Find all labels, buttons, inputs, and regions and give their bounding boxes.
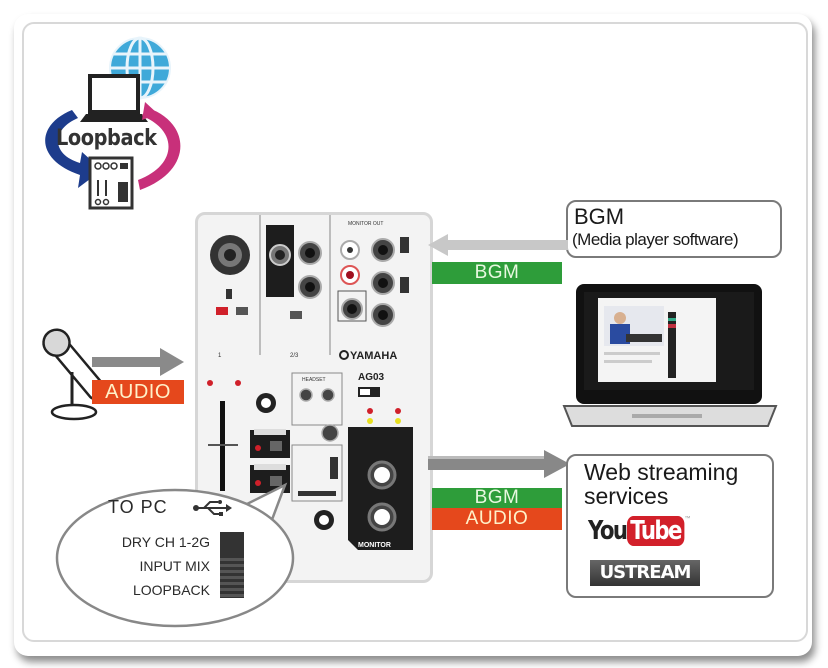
option-dry-ch: DRY CH 1-2G [121, 534, 210, 550]
to-pc-label: TO PC [108, 497, 168, 517]
yamaha-logo: YAMAHA [350, 350, 397, 362]
headset-label: HEADSET [302, 377, 326, 383]
mixer-device: MONITOR OUT 1 2/3 YAMAHA AG03 [195, 212, 433, 583]
loopback-graphic [45, 36, 181, 210]
streaming-title-line1: Web streaming [584, 459, 739, 485]
bgm-source-subtitle: (Media player software) [572, 230, 739, 249]
output-arrow [428, 450, 570, 478]
loop-arrow-magenta [138, 102, 181, 190]
option-loopback: LOOPBACK [132, 582, 210, 598]
laptop-icon [562, 280, 778, 430]
to-pc-switch[interactable] [220, 532, 244, 598]
bgm-source-title: BGM [574, 204, 625, 229]
mixer-panel: MONITOR OUT 1 2/3 YAMAHA AG03 [207, 215, 413, 550]
switch-grip [220, 558, 244, 598]
output-bgm-tag: BGM [432, 488, 562, 508]
ustream-logo: USTREAM [590, 560, 700, 586]
zoom-bubble-outline [55, 482, 295, 628]
audio-input-tag: AUDIO [92, 380, 184, 404]
mixer-icon [88, 156, 134, 210]
bgm-source-box: BGM (Media player software) [566, 200, 782, 258]
loopback-label: Loopback [56, 126, 157, 151]
bgm-input-arrow [428, 234, 568, 256]
monitor-label: MONITOR [358, 542, 391, 549]
loopback-icon-group: Loopback [30, 30, 200, 210]
audio-input-arrow [92, 348, 184, 376]
streaming-title-line2: services [584, 483, 669, 509]
youtube-tube: Tube [626, 516, 684, 546]
laptop-icon [80, 74, 148, 122]
bgm-input-tag: BGM [432, 262, 562, 284]
youtube-tm: ™ [684, 516, 691, 522]
output-audio-tag: AUDIO [432, 508, 562, 530]
loop-arrow-blue [45, 110, 102, 188]
svg-text:1: 1 [218, 353, 222, 359]
option-input-mix: INPUT MIX [139, 558, 210, 574]
svg-text:2/3: 2/3 [290, 353, 299, 359]
model-label: AG03 [358, 372, 385, 383]
usb-icon [193, 500, 232, 516]
monitor-out-label: MONITOR OUT [348, 221, 383, 227]
youtube-you: You [588, 516, 628, 546]
